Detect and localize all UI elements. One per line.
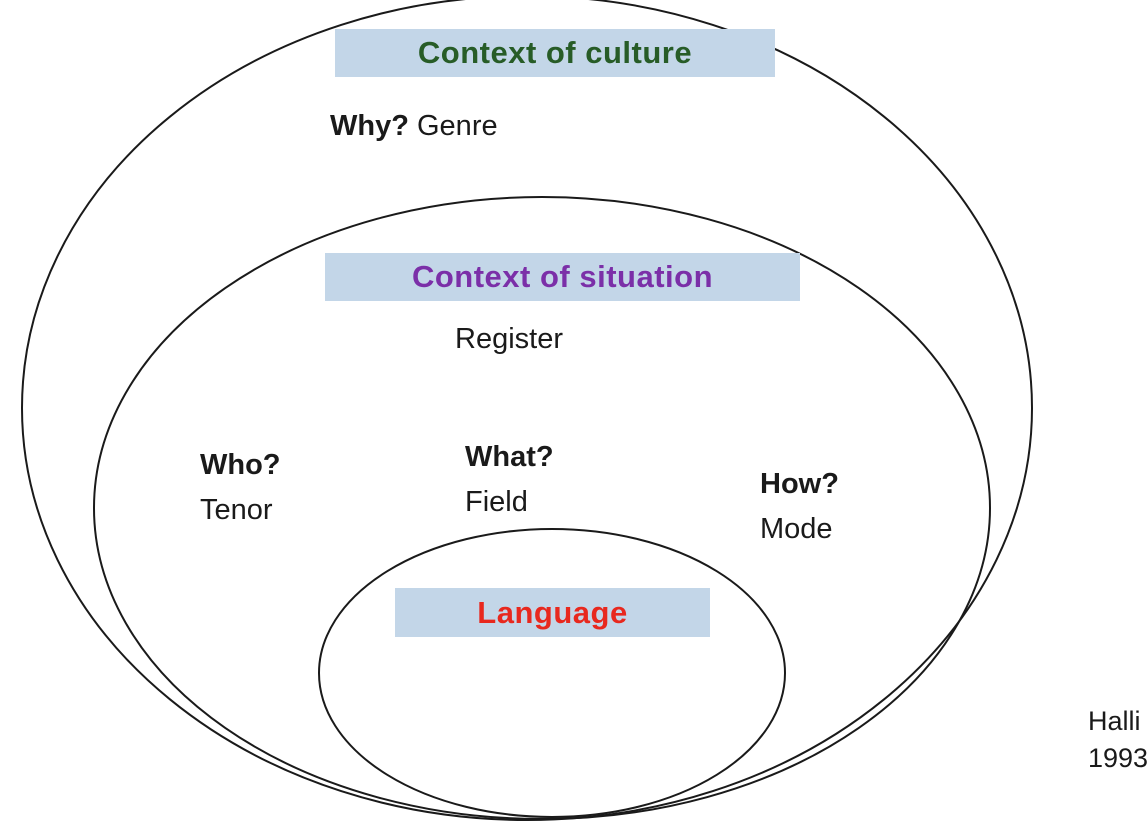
mode-term: Mode (760, 512, 833, 545)
genre-term: Genre (417, 110, 498, 142)
language-label: Language (395, 588, 710, 637)
citation: Halli 1993 (1088, 703, 1148, 777)
context-of-situation-label: Context of situation (325, 253, 800, 301)
who-question: Who? (200, 449, 281, 481)
field-label: What? Field (465, 435, 554, 525)
language-ellipse (318, 528, 786, 818)
context-of-situation-ellipse (93, 196, 991, 820)
context-of-culture-label: Context of culture (335, 29, 775, 77)
how-question: How? (760, 468, 839, 500)
why-question: Why? (330, 110, 409, 142)
context-of-culture-ellipse (21, 0, 1033, 821)
mode-label: How? Mode (760, 462, 839, 552)
tenor-label: Who? Tenor (200, 443, 281, 533)
why-genre-label: Why? Genre (330, 110, 498, 143)
what-question: What? (465, 441, 554, 473)
citation-line-2: 1993 (1088, 742, 1148, 773)
citation-line-1: Halli (1088, 706, 1141, 736)
field-term: Field (465, 485, 528, 518)
tenor-term: Tenor (200, 493, 273, 526)
register-label: Register (455, 323, 563, 355)
